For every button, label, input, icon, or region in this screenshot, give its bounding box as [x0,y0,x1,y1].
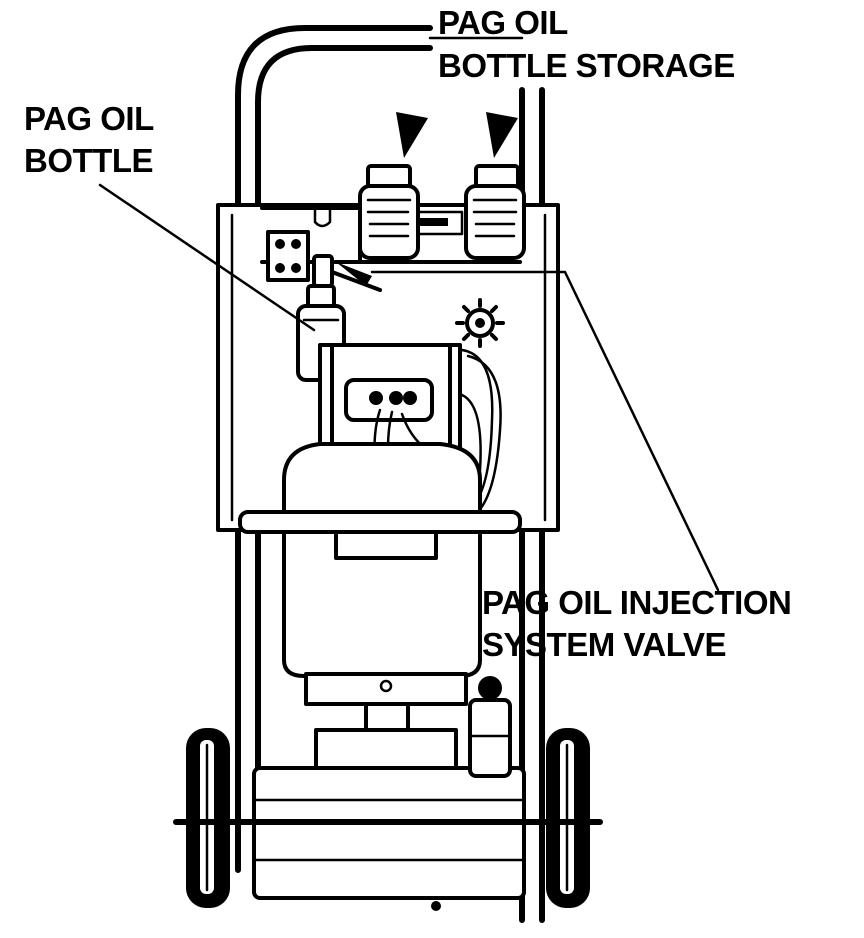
arrow-icon [486,112,518,158]
label-bottle-line2: BOTTLE [24,142,153,179]
label-bottle-line1: PAG OIL [24,100,154,137]
refrigerant-tank [282,442,482,678]
wheel-right [546,728,590,908]
arrow-icon [396,112,428,158]
cart-base [252,672,526,911]
label-injection-valve-line2: SYSTEM VALVE [482,626,726,663]
label-bottle-storage-line1: PAG OIL [438,4,568,41]
leader-lines [98,36,720,592]
small-bottle-lower [468,676,512,778]
label-injection-valve-line1: PAG OIL INJECTION [482,584,791,621]
gear-icon [455,298,505,348]
storage-bottle-right [464,164,526,260]
tank-manifold-housing [318,343,462,457]
connector-plate [266,230,310,282]
storage-bottle-left [358,164,420,260]
pag-oil-injection-valve [312,254,382,292]
wheel-left [186,728,230,908]
cart-crossbar [238,510,522,534]
bottle-storage-shelf [260,206,522,264]
label-bottle-storage-line2: BOTTLE STORAGE [438,47,735,84]
